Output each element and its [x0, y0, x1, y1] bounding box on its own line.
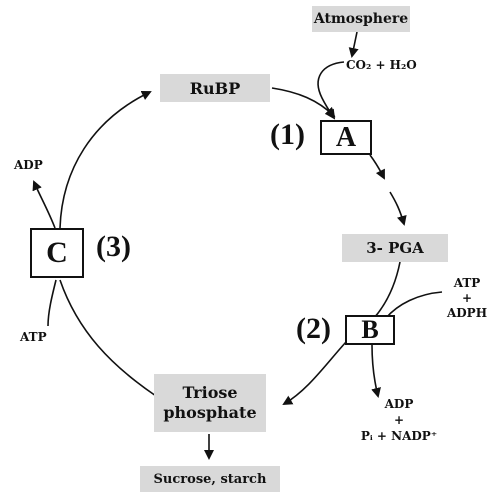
step-b-letter: B — [361, 315, 379, 344]
rubp-box: RuBP — [160, 74, 270, 102]
triose-label-line2: phosphate — [163, 403, 257, 422]
atmosphere-to-co2-arrow — [348, 31, 359, 58]
co2-h2o-label: CO₂ + H₂O — [346, 58, 417, 72]
b-to-adp-arrow — [371, 344, 381, 398]
step-b-box: B — [345, 315, 395, 345]
co2-to-a-arrow — [317, 61, 345, 120]
sucrose-label: Sucrose, starch — [153, 471, 267, 487]
atp-adph-to-b-line — [385, 291, 443, 319]
b-to-triose-arrow — [282, 341, 347, 406]
atmosphere-label: Atmosphere — [313, 11, 409, 27]
step-2-label: (2) — [296, 312, 331, 345]
pga-box: 3- PGA — [342, 234, 448, 262]
rubp-label: RuBP — [189, 78, 241, 98]
triose-to-c-line — [59, 279, 157, 397]
adph-label: ADPH — [446, 306, 488, 320]
adp-pi-nadp-group: ADP + Pᵢ + NADP⁺ — [344, 396, 454, 444]
adp-left-label: ADP — [14, 158, 43, 172]
step-c-box: C — [30, 228, 84, 278]
atp-to-c-line — [47, 279, 57, 327]
pi-nadp-label: Pᵢ + NADP⁺ — [360, 429, 438, 443]
atmosphere-box: Atmosphere — [312, 6, 410, 32]
atp-top-label: ATP — [453, 276, 481, 290]
plus-out-label: + — [393, 413, 405, 427]
step-3-label: (3) — [96, 230, 131, 263]
triose-phosphate-box: Triose phosphate — [154, 374, 266, 432]
c-to-rubp-arrow — [59, 90, 152, 229]
adp-out-label: ADP — [384, 397, 414, 411]
pga-to-b-line — [373, 261, 401, 319]
c-to-adp-arrow — [32, 180, 56, 229]
sucrose-starch-box: Sucrose, starch — [140, 466, 280, 492]
a-to-pga-arrow-1 — [369, 154, 385, 180]
plus-top-label: + — [461, 291, 473, 305]
rubp-to-a-arrow — [271, 87, 336, 118]
atp-left-label: ATP — [20, 330, 47, 344]
pga-label: 3- PGA — [366, 239, 424, 257]
step-a-letter: A — [335, 121, 357, 153]
step-1-label: (1) — [270, 118, 305, 151]
step-a-box: A — [320, 120, 372, 155]
a-to-pga-arrow-2 — [389, 191, 407, 226]
triose-label-line1: Triose — [182, 383, 238, 402]
atp-adph-group: ATP + ADPH — [440, 276, 494, 321]
step-c-letter: C — [46, 236, 68, 269]
